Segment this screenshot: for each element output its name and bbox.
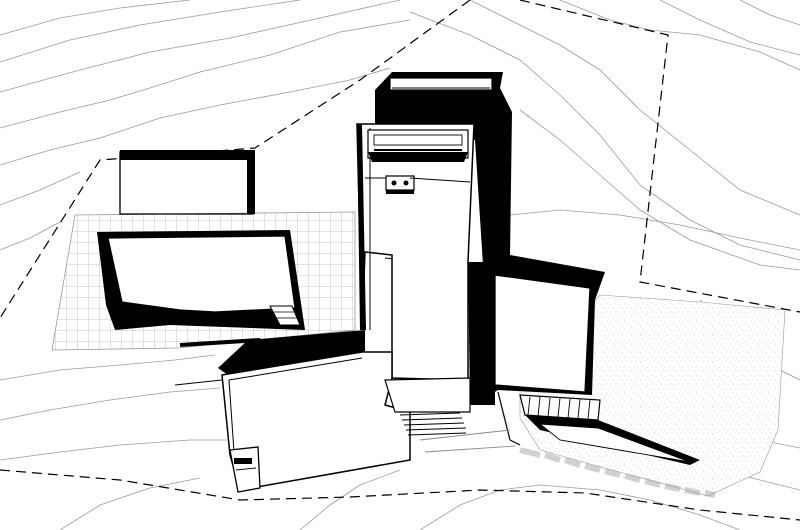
tower-shadow [375, 72, 512, 265]
contour-line [0, 387, 221, 421]
skylight-shadow [368, 152, 468, 162]
central-stair [384, 377, 471, 436]
contour-line [0, 439, 230, 461]
southwest-wing-inner-wall [228, 357, 363, 381]
rooftop-unit-base [386, 190, 414, 194]
stair-tread [547, 397, 551, 418]
stair-tread [557, 397, 561, 418]
contour-line [469, 0, 800, 216]
contour-line [519, 109, 800, 271]
contour-line [409, 11, 800, 261]
stair-tread [401, 417, 463, 421]
stair-tread [403, 422, 465, 426]
pool-steps [269, 305, 301, 326]
central-wing-wall [357, 124, 366, 330]
contour-line [0, 354, 216, 381]
retaining-wall [497, 391, 511, 441]
contour-line [0, 19, 411, 129]
stair-tread [587, 399, 591, 420]
contour-line [0, 0, 191, 36]
east-wing [468, 255, 605, 405]
contour-line [0, 171, 81, 206]
east-terrace [419, 391, 716, 498]
ramp [538, 423, 691, 463]
path-edge [419, 429, 511, 441]
stair-landing [384, 377, 471, 413]
southwest-wing [174, 330, 411, 493]
east-wing-roof [494, 274, 591, 393]
contour-line [419, 484, 741, 530]
walkway-edge [174, 379, 223, 386]
contour-line [0, 0, 401, 93]
roof-shadow [120, 150, 255, 160]
rooftop-unit [385, 175, 415, 191]
stair-tread [527, 396, 531, 416]
contour-line [299, 469, 401, 530]
contour-line [559, 0, 800, 71]
pool [97, 230, 305, 330]
walkway-edge [179, 338, 261, 347]
entry-line [235, 467, 257, 471]
contour-line [0, 221, 61, 251]
southwest-wing-wall [228, 379, 235, 453]
central-wing-floor [356, 123, 475, 381]
wall-shadow [247, 152, 255, 214]
property-boundary [519, 0, 800, 313]
stepping-stones [519, 447, 716, 498]
stair-tread [407, 432, 467, 436]
rooftop-unit-vent [391, 180, 397, 186]
contour-line [659, 0, 800, 56]
roof-ridge [409, 177, 471, 183]
north-tower [375, 72, 512, 265]
upper-left-volume [119, 150, 255, 215]
retaining-wall [509, 439, 521, 446]
stair-tread [537, 396, 541, 417]
contour-line [0, 0, 301, 63]
rooftop-unit-vent [403, 180, 409, 186]
property-boundary [0, 0, 471, 319]
contour-line [509, 209, 800, 251]
tower-roof [389, 77, 493, 91]
pool-water [107, 235, 296, 313]
east-wing-link-shadow [468, 262, 495, 405]
contour-line [739, 0, 800, 26]
roof-outline [119, 151, 254, 215]
entry-step [234, 458, 252, 464]
path-edge [424, 445, 516, 453]
stair-tread [405, 427, 467, 431]
contour-line [59, 477, 201, 530]
contour-line [0, 67, 391, 166]
central-wing [356, 123, 475, 381]
stair-tread [399, 412, 461, 416]
property-boundary [0, 469, 800, 521]
stair-tread [567, 398, 571, 419]
skylight-glazing [373, 134, 463, 146]
stair-tread [577, 398, 581, 419]
